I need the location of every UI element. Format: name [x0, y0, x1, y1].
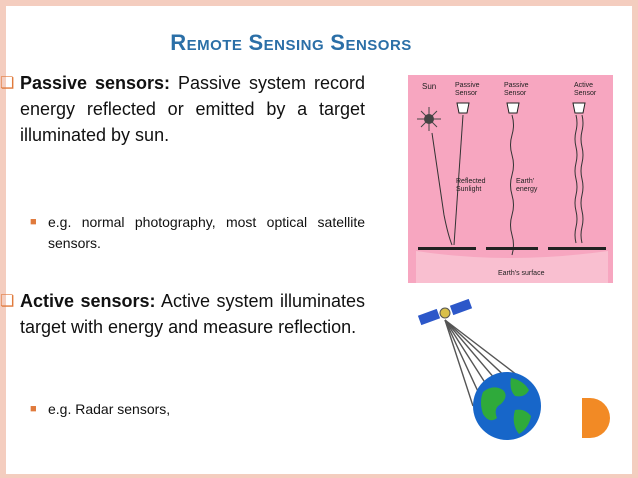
radar-beam-lines — [444, 319, 522, 407]
title-word: ENSING — [263, 37, 325, 54]
active-pulse-down — [574, 114, 578, 244]
sun-icon — [417, 107, 441, 131]
reflected-ray — [453, 114, 464, 246]
sub-bullet-marker-icon: ■ — [30, 216, 37, 228]
sub-bullet-marker-icon: ■ — [30, 403, 37, 415]
bullet-text: e.g. normal photography, most optical sa… — [48, 214, 365, 251]
earth-surface-area — [416, 251, 608, 283]
earth-globe-icon — [473, 372, 541, 440]
bullet-passive-example: ■ e.g. normal photography, most optical … — [30, 212, 365, 254]
decorative-accent-shape — [582, 398, 610, 438]
bullet-text: Active system illuminates target with en… — [20, 291, 365, 337]
slide-border-left — [0, 0, 6, 478]
bullet-marker-icon: ❏ — [0, 75, 15, 92]
diagram-label-earth-energy: Earth'energy — [516, 178, 538, 193]
title-word: ENSORS — [345, 37, 412, 54]
title-word: EMOTE — [186, 37, 243, 54]
active-sensor-icon — [572, 102, 586, 114]
bullet-text: e.g. Radar sensors, — [48, 401, 171, 417]
radar-satellite-earth-illustration — [411, 298, 551, 444]
passive-sensor-1-icon — [456, 102, 470, 114]
title-letter: S — [330, 30, 346, 55]
bullet-lead: Passive sensors: — [20, 73, 171, 93]
active-pulse-up — [580, 114, 584, 244]
satellite-icon — [417, 298, 473, 326]
slide-border-bottom — [0, 474, 638, 478]
slide-title: REMOTE SENSING SENSORS — [0, 30, 582, 56]
bullet-text: Passive system record energy reflected o… — [20, 73, 366, 145]
earth-energy-ray — [510, 114, 514, 256]
title-letter: S — [248, 30, 264, 55]
bullet-marker-icon: ❏ — [0, 293, 15, 310]
passive-sensor-2-icon — [506, 102, 520, 114]
bullet-active-sensors: ❏ Active sensors: Active system illumina… — [0, 288, 365, 340]
sunlight-ray — [431, 132, 453, 246]
bullet-passive-sensors: ❏ Passive sensors: Passive system record… — [0, 70, 366, 148]
diagram-label-earth-surface: Earth's surface — [498, 270, 545, 277]
diagram-label-sun: Sun — [422, 82, 436, 91]
bullet-lead: Active sensors: — [20, 291, 156, 311]
bullet-active-example: ■ e.g. Radar sensors, — [30, 399, 365, 420]
slide-border-right — [632, 0, 638, 478]
title-letter: R — [170, 30, 187, 55]
slide-border-top — [0, 0, 638, 6]
ground-segments — [418, 247, 606, 250]
